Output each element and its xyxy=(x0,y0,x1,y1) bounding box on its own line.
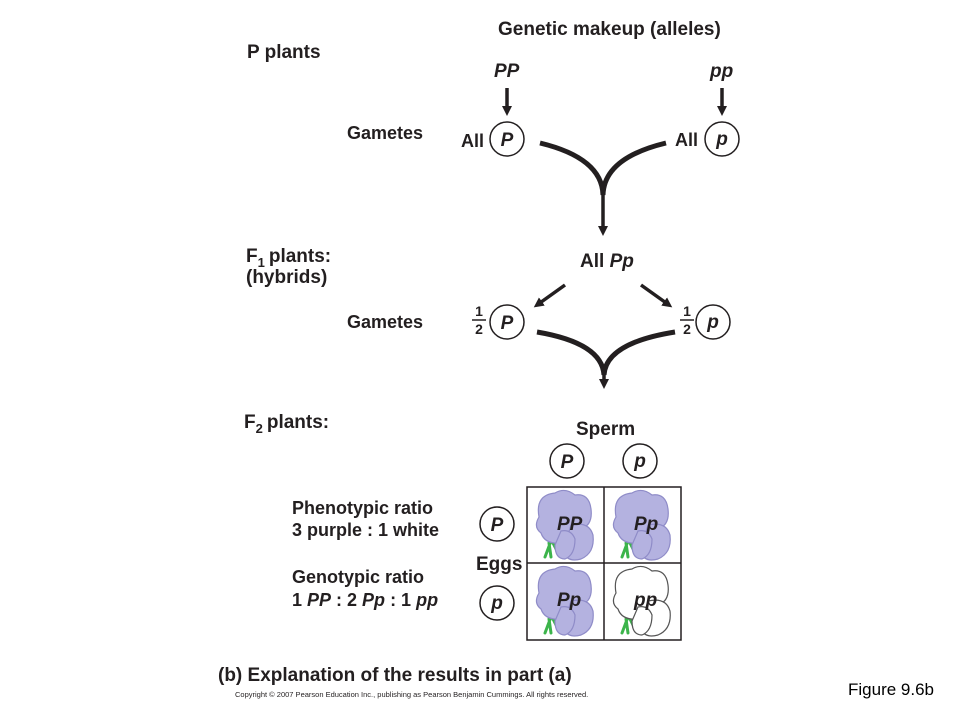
flower-white-4: pp xyxy=(612,565,671,637)
sperm-allele-2: p xyxy=(633,451,646,472)
parent-genotype-left: PP xyxy=(494,61,520,82)
svg-text:All Pp: All Pp xyxy=(580,251,634,272)
gamete2-fraction-left: 1 2 xyxy=(472,303,486,337)
egg-circle-1 xyxy=(479,506,515,542)
flower-petal xyxy=(554,606,576,636)
svg-text:2: 2 xyxy=(475,321,483,337)
gamete1-circle-right xyxy=(704,121,740,157)
gamete2-allele-left: P xyxy=(501,313,514,334)
gamete2-allele-right: p xyxy=(706,312,719,333)
figure-number: Figure 9.6b xyxy=(848,680,934,699)
merge-arrow-1 xyxy=(539,140,667,196)
svg-text:1: 1 xyxy=(683,303,691,319)
p-plants-label: P plants xyxy=(247,42,321,63)
sperm-allele-1: P xyxy=(561,452,574,473)
arrow-diag-left xyxy=(533,283,567,308)
gametes-label-2: Gametes xyxy=(347,312,423,332)
flower-purple-1: PP xyxy=(535,489,594,561)
egg-circle-2 xyxy=(479,585,515,621)
hybrids-label: (hybrids) xyxy=(246,267,327,288)
gamete2-circle-right xyxy=(695,304,731,340)
eggs-label: Eggs xyxy=(476,554,522,575)
gamete2-fraction-right: 1 2 xyxy=(680,303,694,337)
parent-genotype-right: pp xyxy=(709,61,733,82)
header-title: Genetic makeup (alleles) xyxy=(498,19,721,40)
flower-petal xyxy=(631,530,653,560)
cell-genotype: PP xyxy=(557,514,583,535)
sperm-label: Sperm xyxy=(576,419,635,440)
phenotypic-ratio-title: Phenotypic ratio xyxy=(292,498,433,518)
svg-text:1: 1 xyxy=(475,303,483,319)
cell-genotype: pp xyxy=(633,590,657,611)
svg-text:(b) Explanation of the results: (b) Explanation of the results in part (… xyxy=(218,665,572,686)
genotypic-ratio-title: Genotypic ratio xyxy=(292,567,424,587)
merge-arrow-2 xyxy=(536,329,676,376)
f1-genotype: All Pp xyxy=(580,251,634,272)
gamete1-all-left: All xyxy=(461,131,484,151)
gamete1-allele-left: P xyxy=(501,130,514,151)
flower-petal xyxy=(631,606,653,636)
arrow-diag-right xyxy=(639,283,673,308)
gamete1-all-right: All xyxy=(675,130,698,150)
gamete1-circle-left xyxy=(489,121,525,157)
svg-text:2: 2 xyxy=(683,321,691,337)
egg-allele-1: P xyxy=(491,515,504,536)
figure-caption: (b) Explanation of the results in part (… xyxy=(218,665,572,686)
cell-genotype: Pp xyxy=(634,514,658,535)
gamete2-circle-left xyxy=(489,304,525,340)
copyright-notice: Copyright © 2007 Pearson Education Inc.,… xyxy=(235,690,589,699)
genotypic-ratio-value: 1 PP : 2 Pp : 1 pp xyxy=(292,590,438,610)
egg-allele-2: p xyxy=(490,593,503,614)
flower-petal xyxy=(554,530,576,560)
cell-genotype: Pp xyxy=(557,590,581,611)
gametes-label-1: Gametes xyxy=(347,123,423,143)
svg-text:1 PP : 2 Pp : 1 pp: 1 PP : 2 Pp : 1 pp xyxy=(292,590,438,610)
flower-purple-2: Pp xyxy=(612,489,671,561)
flower-purple-3: Pp xyxy=(535,565,594,637)
sperm-circle-2 xyxy=(622,443,658,479)
gamete1-allele-right: p xyxy=(715,129,728,150)
phenotypic-ratio-value: 3 purple : 1 white xyxy=(292,520,439,540)
sperm-circle-1 xyxy=(549,443,585,479)
